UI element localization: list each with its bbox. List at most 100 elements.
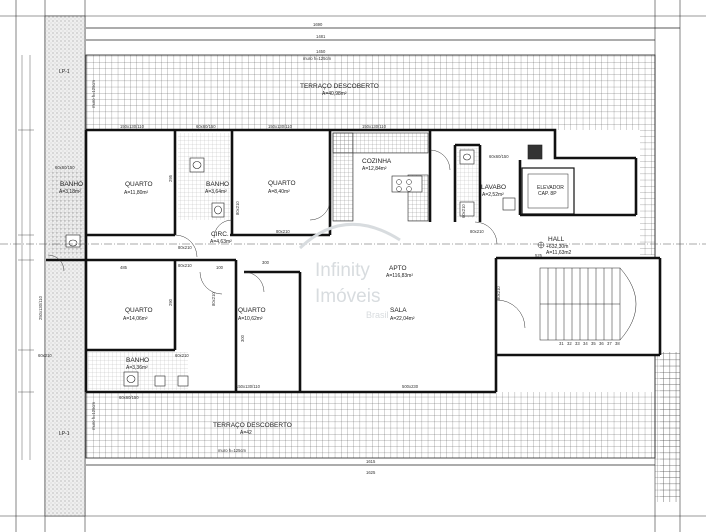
terraco-bottom-area: A=42: [240, 430, 252, 436]
stair-number: 32: [567, 341, 572, 346]
dim-win2: 60x60/150: [196, 124, 216, 129]
cozinha-name: COZINHA: [362, 158, 392, 165]
dim-n7: 300: [240, 334, 245, 342]
hall-level: +632,30m: [546, 244, 568, 250]
quarto-4-name: QUARTO: [238, 307, 266, 314]
dim-win1: 150x130/110: [120, 124, 145, 129]
muro-top-label: muro h=125cm: [303, 56, 332, 61]
dim-win9: 60x60/150: [119, 395, 139, 400]
cozinha-area: A=12,84m²: [362, 166, 387, 172]
dim-n3: 525: [535, 253, 543, 258]
dim-door6: 80x210: [211, 292, 216, 306]
dim-n4: 300: [262, 260, 270, 265]
quarto-4-area: A=10,62m²: [238, 316, 263, 322]
dim-door4: 80x210: [470, 229, 484, 234]
dim-win6: 60x60/150: [55, 165, 75, 170]
banho-2-name: BANHO: [206, 181, 229, 188]
dim-top3: 1450: [316, 49, 326, 54]
apto-name: APTO: [389, 265, 407, 272]
dim-n5: 290: [168, 298, 173, 306]
quarto-2-name: QUARTO: [268, 180, 296, 187]
dim-win4: 150x130/110: [362, 124, 387, 129]
dim-door3: 80x210: [178, 263, 192, 268]
dim-bot2: 1625: [366, 470, 376, 475]
banho-1-name: BANHO: [60, 181, 83, 188]
terraco-bottom-name: TERRAÇO DESCOBERTO: [213, 422, 292, 429]
hall-floor: [490, 258, 660, 354]
stair-number: 35: [591, 341, 596, 346]
dim-door1: 80x210: [276, 229, 290, 234]
banho-2-area: A=3,64m²: [205, 189, 227, 195]
terrace-top-grid: [86, 55, 550, 130]
terrace-right-column-grid: [655, 352, 680, 502]
circ-area: A=4,63m²: [210, 239, 232, 245]
lavabo-name: LAVABO: [481, 184, 506, 191]
dim-top2: 1481: [316, 34, 326, 39]
elevator-shaft: [521, 167, 575, 215]
dim-top1: 1690: [313, 22, 323, 27]
terraco-top-name: TERRAÇO DESCOBERTO: [300, 83, 379, 90]
muro-bottom-label: muro h=125cm: [218, 448, 247, 453]
banho-1-area: A=3,18m²: [59, 189, 81, 195]
dim-door5: 80x210: [235, 201, 240, 215]
stair-number: 38: [615, 341, 620, 346]
kitchen-counter: [332, 132, 429, 222]
muro-bottom-side-label: muro h=125cm: [91, 401, 96, 430]
lp1-bottom-label: LP-1: [59, 431, 70, 437]
fixtures: [65, 144, 543, 387]
dim-door8: 60x210: [38, 353, 52, 358]
dim-win10: 500x230: [402, 384, 419, 389]
dim-n1: 485: [120, 265, 128, 270]
apto-area: A=116,83m²: [386, 273, 413, 279]
left-party-wall: [44, 15, 86, 517]
elevador-name: ELEVADOR: [537, 185, 564, 191]
hall-area: A=11,63m2: [546, 250, 572, 256]
banho-3-area: A=3,36m²: [126, 365, 148, 371]
stair-number: 33: [575, 341, 580, 346]
lp1-top-label: LP-1: [59, 69, 70, 75]
walls: [46, 128, 662, 394]
watermark-line3: Brasil: [366, 310, 389, 320]
level-marker-icon: [537, 241, 545, 249]
quarto-1-name: QUARTO: [125, 181, 153, 188]
terrace-bottom-grid: [86, 392, 655, 458]
watermark-line2: Imóveis: [315, 286, 380, 307]
staircase: [539, 267, 637, 341]
dim-door2: 80x210: [178, 245, 192, 250]
sala-name: SALA: [390, 307, 407, 314]
dim-win5: 60x60/150: [489, 154, 509, 159]
stair-number: 37: [607, 341, 612, 346]
watermark-line1: Infinity: [315, 260, 370, 281]
dim-door7: 80x210: [496, 286, 501, 300]
quarto-3-name: QUARTO: [125, 307, 153, 314]
terrace-right-lower-grid: [640, 155, 655, 255]
lavabo-tiles: [457, 148, 479, 218]
dim-door10: 60x210: [461, 204, 466, 218]
banho-3-name: BANHO: [126, 357, 149, 364]
watermark: Infinity Imóveis Brasil: [298, 222, 401, 320]
door-swings: [47, 149, 526, 329]
dim-win3: 150x130/110: [268, 124, 293, 129]
quarto-1-area: A=11,80m²: [124, 190, 149, 196]
dim-n2: 100: [216, 265, 224, 270]
stair-number: 31: [559, 341, 564, 346]
elevador-sub: CAP. 8P: [538, 191, 557, 197]
left-dimension-lines: [18, 55, 34, 460]
lavabo-area: A=2,52m²: [482, 192, 504, 198]
circ-name: CIRC.: [211, 231, 229, 238]
dim-door9: 60x210: [175, 353, 189, 358]
muro-side-label: muro h=125cm: [91, 79, 96, 108]
quarto-3-area: A=14,06m²: [123, 316, 148, 322]
terraco-top-area: A=40,98m²: [322, 91, 347, 97]
dim-win7: 250x130/110: [38, 295, 43, 320]
dim-bot1: 1615: [366, 459, 376, 464]
hall-name: HALL: [548, 236, 565, 243]
dim-n6: 295: [168, 174, 173, 182]
stair-number: 34: [583, 341, 588, 346]
sala-area: A=22,04m²: [390, 316, 415, 322]
stair-number: 36: [599, 341, 604, 346]
dim-win8: 150x130/110: [236, 384, 261, 389]
quarto-2-area: A=8,40m²: [268, 189, 290, 195]
stair-numbers: 31 32 33 34 35 36 37 38: [559, 341, 620, 346]
